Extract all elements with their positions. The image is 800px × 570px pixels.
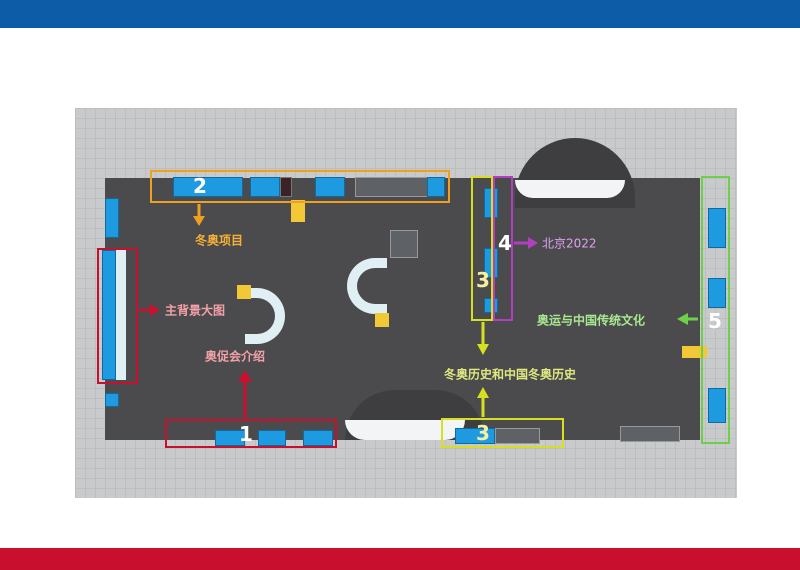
header-bar xyxy=(0,0,800,28)
arrow-zone-3-up xyxy=(477,387,489,417)
zone-3-number-bottom: 3 xyxy=(476,421,490,445)
arrow-zone-4 xyxy=(514,237,538,249)
main-bg-box xyxy=(97,248,138,384)
zone-4-box xyxy=(493,176,513,321)
zone-3-number: 3 xyxy=(476,268,490,292)
zone-1-number: 1 xyxy=(239,422,253,446)
footer-bar xyxy=(0,548,800,570)
zone-2-number: 2 xyxy=(193,174,207,198)
arrow-zone-3-down xyxy=(477,322,489,355)
zone-3-label: 冬奥历史和中国冬奥历史 xyxy=(444,367,577,382)
arrow-main-bg xyxy=(140,304,160,316)
zone-2-box xyxy=(150,170,450,203)
main-bg-label: 主背景大图 xyxy=(165,303,226,318)
floor-plan-image xyxy=(75,108,737,498)
zone-5-box xyxy=(701,176,730,444)
zone-2-label: 冬奥项目 xyxy=(195,233,244,248)
zone-3-box-vertical xyxy=(471,176,493,321)
arrow-zone-2 xyxy=(193,204,205,226)
zone-5-number: 5 xyxy=(708,309,722,333)
zone-4-label: 北京2022 xyxy=(542,236,597,251)
zone-5-label: 奥运与中国传统文化 xyxy=(537,313,646,328)
zone-3-box-bottom xyxy=(441,418,564,448)
zone-1-box xyxy=(165,419,337,448)
zone-4-number: 4 xyxy=(498,231,512,255)
arrow-zone-1 xyxy=(238,370,252,418)
zone-1-label: 奥促会介绍 xyxy=(205,349,266,364)
arrow-zone-5 xyxy=(677,313,698,325)
